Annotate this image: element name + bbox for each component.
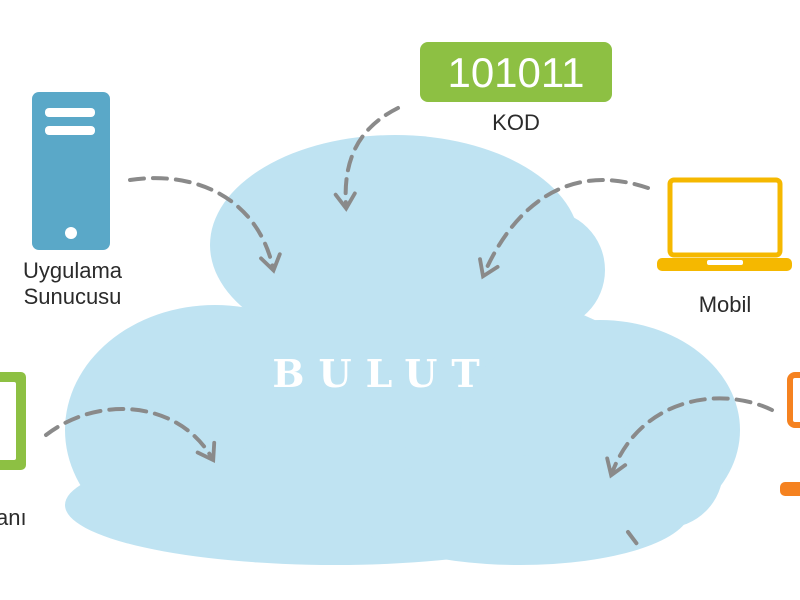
cloud	[65, 135, 740, 565]
mobile-label: Mobil	[698, 292, 752, 317]
code-badge-value: 101011	[447, 49, 584, 96]
server-label-line2: Sunucusu	[23, 284, 122, 310]
server-label-line1: Uygulama	[22, 258, 123, 283]
left-device-label: anı	[0, 505, 27, 530]
arrow-bottom-partial	[626, 530, 642, 550]
cloud-title: BULUT	[272, 351, 493, 396]
arrows	[44, 106, 774, 550]
code-caption: KOD	[492, 110, 540, 135]
server-icon	[32, 92, 110, 250]
arrow-from-code	[333, 106, 400, 212]
arrow-from-server	[128, 176, 282, 274]
arrow-from-mobile	[478, 178, 650, 280]
laptop-icon	[657, 177, 792, 271]
left-device-icon	[0, 372, 26, 470]
arrow-from-right-device	[605, 396, 774, 479]
code-badge: 101011	[420, 42, 612, 102]
arrow-from-left-device	[44, 407, 217, 464]
server-label: Uygulama Sunucusu	[0, 258, 145, 311]
right-device-icon	[780, 372, 800, 496]
